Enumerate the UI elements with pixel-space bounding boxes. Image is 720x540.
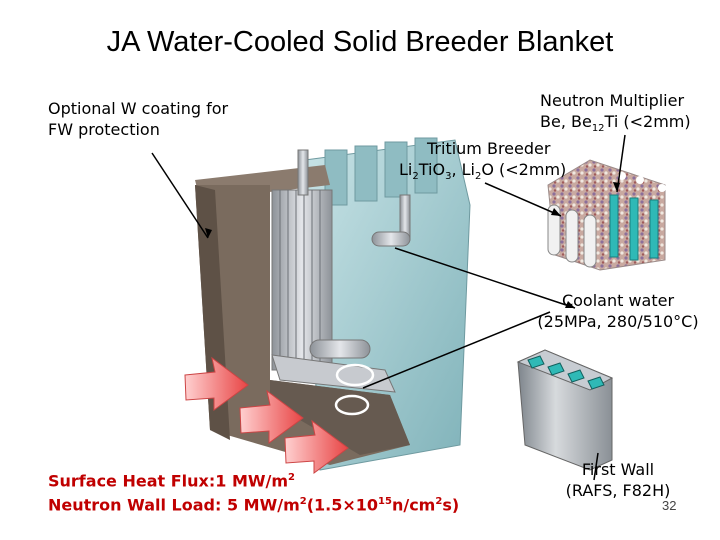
label-coolant-water: Coolant water (25MPa, 280/510°C) (537, 291, 699, 331)
callout-line-coolant-2 (362, 311, 551, 389)
neutron-wall-load-text: Neutron Wall Load: 5 MW/m2(1.5×1015n/cm2… (48, 495, 460, 515)
heat-flux-text: Surface Heat Flux:1 MW/m2 (48, 471, 296, 491)
coolant-ellipse-upper (335, 363, 375, 387)
callout-line-coolant (394, 247, 576, 309)
callout-lines (151, 134, 626, 481)
breeder-tubes (271, 149, 411, 393)
label-w-coating: Optional W coating for FW protection (48, 99, 229, 139)
callout-line-w-coating (151, 152, 209, 239)
label-neutron-multiplier: Neutron Multiplier Be, Be12Ti (<2mm) (540, 91, 691, 135)
callout-line-breeder (484, 182, 562, 217)
page-number: 32 (662, 498, 677, 513)
heat-arrow-3 (284, 419, 349, 474)
callout-line-multiplier (616, 134, 626, 193)
blanket-back-panel (304, 137, 471, 471)
heat-arrow-2 (239, 389, 304, 444)
pebble-bed-inset (547, 159, 666, 271)
first-wall-inset (516, 349, 614, 471)
heat-flux-arrows (184, 356, 349, 474)
callout-line-first-wall (593, 452, 599, 481)
page-title: JA Water-Cooled Solid Breeder Blanket (106, 26, 614, 58)
label-tritium-breeder: Tritium Breeder Li2TiO3, Li2O (<2mm) (399, 139, 567, 183)
heat-arrow-1 (184, 356, 249, 411)
coolant-ellipse-lower (334, 394, 370, 416)
label-first-wall: First Wall (RAFS, F82H) (565, 460, 671, 500)
